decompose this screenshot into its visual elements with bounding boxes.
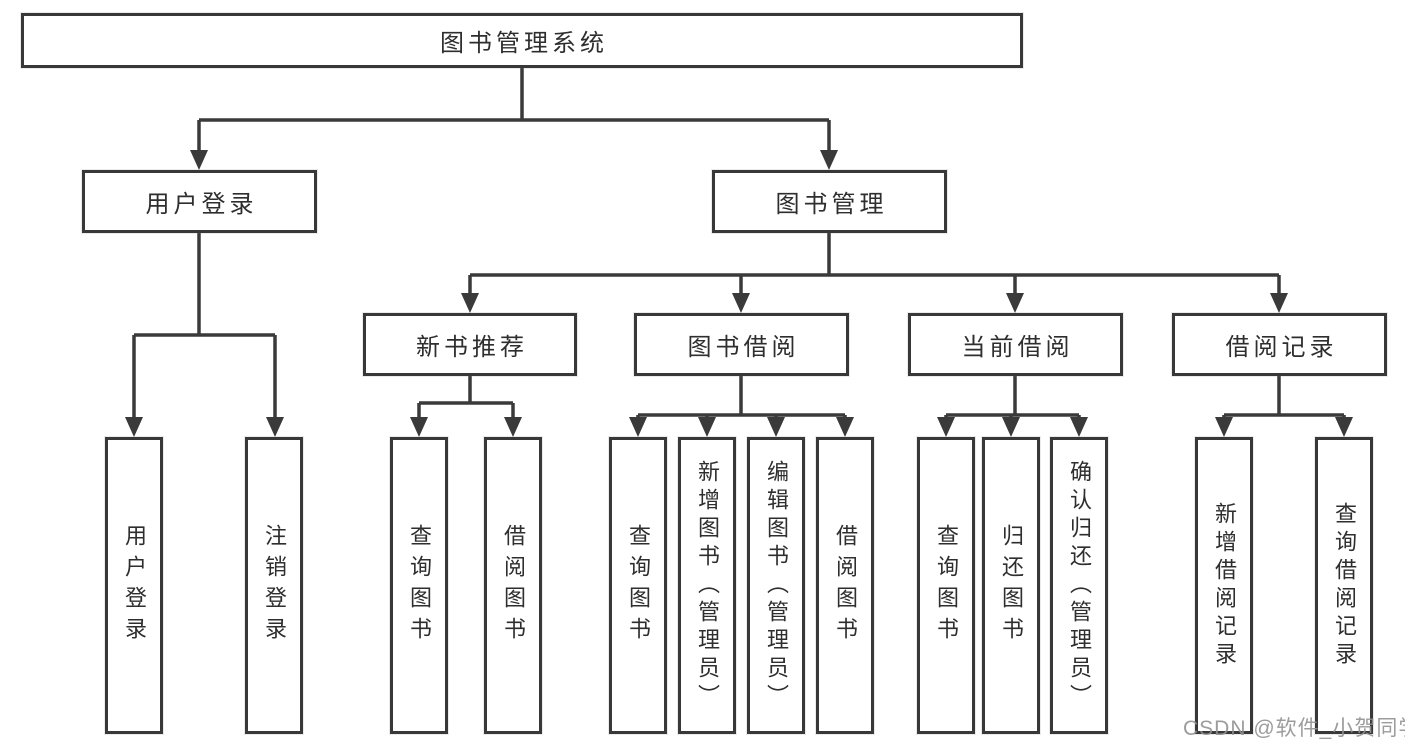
node-borrow-records: 借阅记录 [1172,313,1387,376]
leaf-query-borrow-record: 查询借阅记录 [1315,437,1373,734]
leaf-borrow-books: 借阅图书 [816,437,874,734]
arrowhead [937,417,955,437]
connector-login-to-leaves [132,231,277,421]
leaf-return-books: 归还图书 [982,437,1040,734]
arrowhead [767,417,785,437]
leaf-add-books-admin: 新增图书（管理员） [678,437,736,734]
arrowhead [1070,417,1088,437]
node-root-library-system: 图书管理系统 [21,13,1023,68]
leaf-edit-books-admin: 编辑图书（管理员） [747,437,805,734]
node-current-borrow: 当前借阅 [908,313,1123,376]
connector-recommend-to-leaves [417,374,515,421]
node-new-book-recommend: 新书推荐 [363,313,577,376]
arrowhead [461,293,479,313]
arrowhead [410,417,428,437]
leaf-query-books-current: 查询图书 [917,437,975,734]
leaf-confirm-return-admin: 确认归还（管理员） [1050,437,1108,734]
leaf-borrow-books-recommend: 借阅图书 [484,437,542,734]
leaf-add-borrow-record: 新增借阅记录 [1195,437,1253,734]
arrowhead [504,417,522,437]
leaf-user-login: 用户登录 [105,437,163,734]
arrowhead [1006,293,1024,313]
arrowhead [125,417,143,437]
connector-root-to-level2 [197,66,831,154]
arrowhead [1270,293,1288,313]
arrowhead [190,150,208,170]
leaf-query-books-recommend: 查询图书 [390,437,448,734]
arrowhead [836,417,854,437]
leaf-logout: 注销登录 [245,437,303,734]
arrowhead [629,417,647,437]
csdn-watermark: CSDN @软件_小贺同学 [1183,717,1405,740]
arrowhead [732,293,750,313]
arrowhead [698,417,716,437]
connector-records-to-leaves [1222,374,1346,421]
connector-current-to-leaves [944,374,1081,421]
arrowhead [266,417,284,437]
arrowhead [1215,417,1233,437]
arrowhead [820,150,838,170]
arrowhead [1002,417,1020,437]
connector-borrow-to-leaves [636,374,847,421]
node-book-management: 图书管理 [712,170,947,233]
connector-management-to-level3 [468,231,1281,297]
leaf-query-books-borrow: 查询图书 [609,437,667,734]
node-book-borrow: 图书借阅 [634,313,849,376]
node-user-login: 用户登录 [82,170,317,233]
arrowhead [1335,417,1353,437]
